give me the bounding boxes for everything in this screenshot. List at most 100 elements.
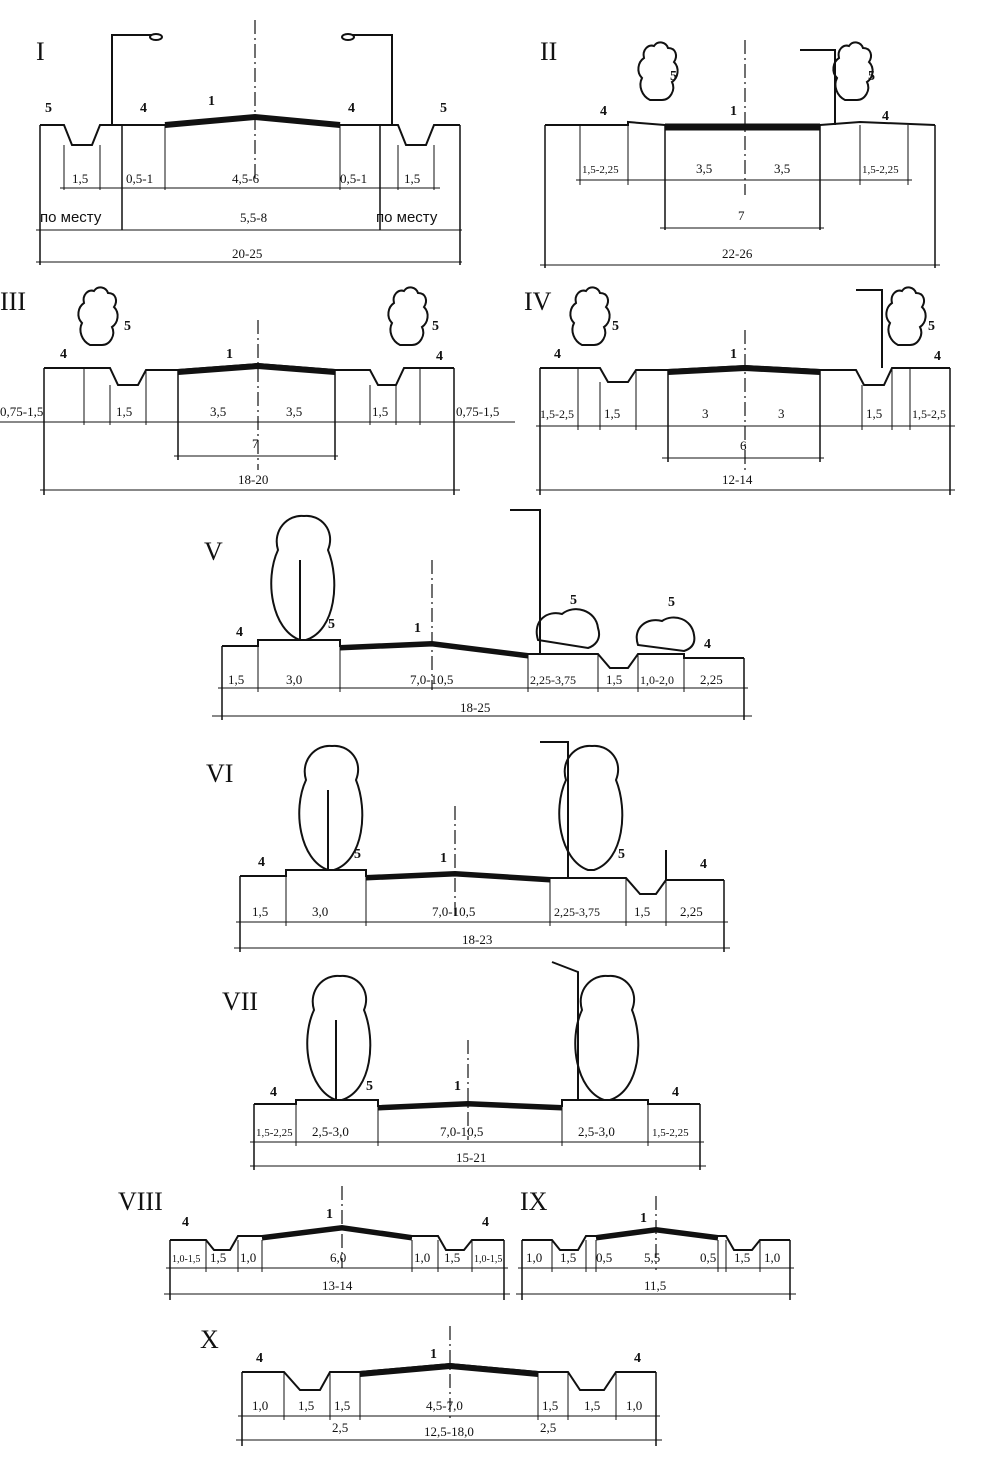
label-green: 5: [366, 1079, 373, 1094]
dim-label: 5,5-8: [240, 210, 267, 225]
dim-label: 1,5-2,5: [540, 407, 574, 421]
dim-label: 3,0: [286, 672, 302, 687]
label-green: 5: [354, 847, 361, 862]
dim-label: 2,25-3,75: [530, 673, 576, 687]
section-number: VI: [206, 759, 233, 788]
label-sidewalk: 4: [258, 855, 265, 870]
dim-label: 1,5: [298, 1398, 314, 1413]
dim-label: 1,5: [560, 1250, 576, 1265]
dim-label: 2,5-3,0: [312, 1124, 349, 1139]
dim-label: 15-21: [456, 1150, 486, 1165]
dim-label: 1,5: [404, 171, 420, 186]
section-number: IV: [524, 287, 552, 316]
dim-label: 5,5: [644, 1250, 660, 1265]
section-number: VII: [222, 987, 258, 1016]
dim-label: 3,5: [210, 404, 226, 419]
dim-label: 2,5: [540, 1420, 556, 1435]
dim-label: 3,5: [286, 404, 302, 419]
section-number: III: [0, 287, 26, 316]
dim-label: 0,75-1,5: [0, 404, 43, 419]
dim-label: 11,5: [644, 1278, 666, 1293]
label-sidewalk: 4: [600, 104, 607, 119]
label-sidewalk: 4: [256, 1351, 263, 1366]
label-lanes: 1: [430, 1347, 437, 1362]
label-sidewalk: 4: [482, 1215, 489, 1230]
section-number: I: [36, 37, 45, 66]
section-number: X: [200, 1325, 219, 1354]
dim-label: 1,0: [626, 1398, 642, 1413]
dim-label: 18-23: [462, 932, 492, 947]
dim-label: 0,5: [700, 1250, 716, 1265]
dim-label: 1,5: [584, 1398, 600, 1413]
dim-label: 4,5-6: [232, 171, 260, 186]
dim-label: 2,25: [680, 904, 703, 919]
dim-label: 1,5-2,25: [862, 164, 899, 176]
dim-label: 1,0-1,5: [172, 1254, 200, 1265]
dim-label: 0,5-1: [126, 171, 153, 186]
dim-label: 1,0-1,5: [474, 1254, 502, 1265]
section-X: X 4 1 4 1,0 1,5 1,5 4,5-7,0 1,5 1,5 1,0 …: [200, 1325, 662, 1446]
section-number: VIII: [118, 1187, 163, 1216]
section-III: III 4 5 1 5 4 0,75-1,5 1,5 3,5 3,5 1,5 0…: [0, 286, 515, 495]
label-lanes: 1: [730, 104, 737, 119]
label-green: 5: [570, 593, 577, 608]
dim-label: 2,25-3,75: [554, 905, 600, 919]
label-sidewalk: 4: [554, 347, 561, 362]
dim-label: 1,5: [634, 904, 650, 919]
label-green: 5: [670, 69, 677, 84]
dim-label: по месту: [40, 209, 102, 226]
dim-label: 3,5: [696, 161, 712, 176]
dim-label: 1,5: [334, 1398, 350, 1413]
dim-label: 1,0: [240, 1250, 256, 1265]
dim-label: 2,25: [700, 672, 723, 687]
dim-label: 7,0-10,5: [432, 904, 475, 919]
label-sidewalk: 4: [436, 349, 443, 364]
dim-label: 1,5: [542, 1398, 558, 1413]
dim-label: 1,5: [252, 904, 268, 919]
dim-label: 1,5: [372, 404, 388, 419]
section-number: V: [204, 537, 223, 566]
dim-label: 1,0: [414, 1250, 430, 1265]
dim-label: 4,5-7,0: [426, 1398, 463, 1413]
label-sidewalk: 4: [672, 1085, 679, 1100]
label-sidewalk: 4: [60, 347, 67, 362]
label-lanes: 1: [414, 621, 421, 636]
dim-label: 1,5: [604, 406, 620, 421]
label-sidewalk: 4: [270, 1085, 277, 1100]
dim-label: 2,5: [332, 1420, 348, 1435]
section-I: I 5 4 1 4 5 1,5 0,5-1 4,5-6 0,5-1 1,5 по…: [36, 20, 462, 265]
label-green: 5: [328, 617, 335, 632]
section-IX: IX 1 1,0 1,5 0,5 5,5 0,5 1,5 1,0 11,5: [516, 1187, 796, 1300]
section-II: II 5 4 1 5 4 1,5-2,25 3,5 3,5 1,5-2,25 7…: [540, 37, 940, 268]
dim-label: 1,5: [72, 171, 88, 186]
label-sidewalk: 4: [934, 349, 941, 364]
dim-label: 1,0-2,0: [640, 673, 674, 687]
dim-label: 3: [702, 406, 709, 421]
label-green: 5: [432, 319, 439, 334]
dim-label: 3,5: [774, 161, 790, 176]
label-green: 5: [124, 319, 131, 334]
dim-label: 1,5: [444, 1250, 460, 1265]
label-sidewalk: 4: [236, 625, 243, 640]
label-green: 5: [928, 319, 935, 334]
dim-label: 6,0: [330, 1250, 346, 1265]
dim-label: 12,5-18,0: [424, 1424, 474, 1439]
label-lanes: 1: [208, 94, 215, 109]
dim-label: 20-25: [232, 246, 262, 261]
label-lanes: 1: [226, 347, 233, 362]
dim-label: 6: [740, 438, 747, 453]
section-VI: VI 4 5 1 5 4 1,5 3,0 7,0-10,5 2,25-3,75 …: [206, 741, 730, 952]
dim-label: 7,0-10,5: [410, 672, 453, 687]
dim-label: 0,5: [596, 1250, 612, 1265]
dim-label: 1,5: [866, 406, 882, 421]
dim-label: 1,0: [764, 1250, 780, 1265]
label-green: 5: [668, 595, 675, 610]
section-VII: VII 4 5 1 4 1,5-2,25 2,5-3,0 7,0-10,5 2,…: [222, 961, 706, 1170]
dim-label: 1,5: [210, 1250, 226, 1265]
section-V: V 4 5 1 5 5 4 1,5 3,0 7,0-10,5 2,25-3,75…: [204, 509, 752, 720]
label-lanes: 1: [640, 1211, 647, 1226]
dim-label: 7: [252, 436, 259, 451]
section-number: II: [540, 37, 557, 66]
dim-label: 18-20: [238, 472, 268, 487]
